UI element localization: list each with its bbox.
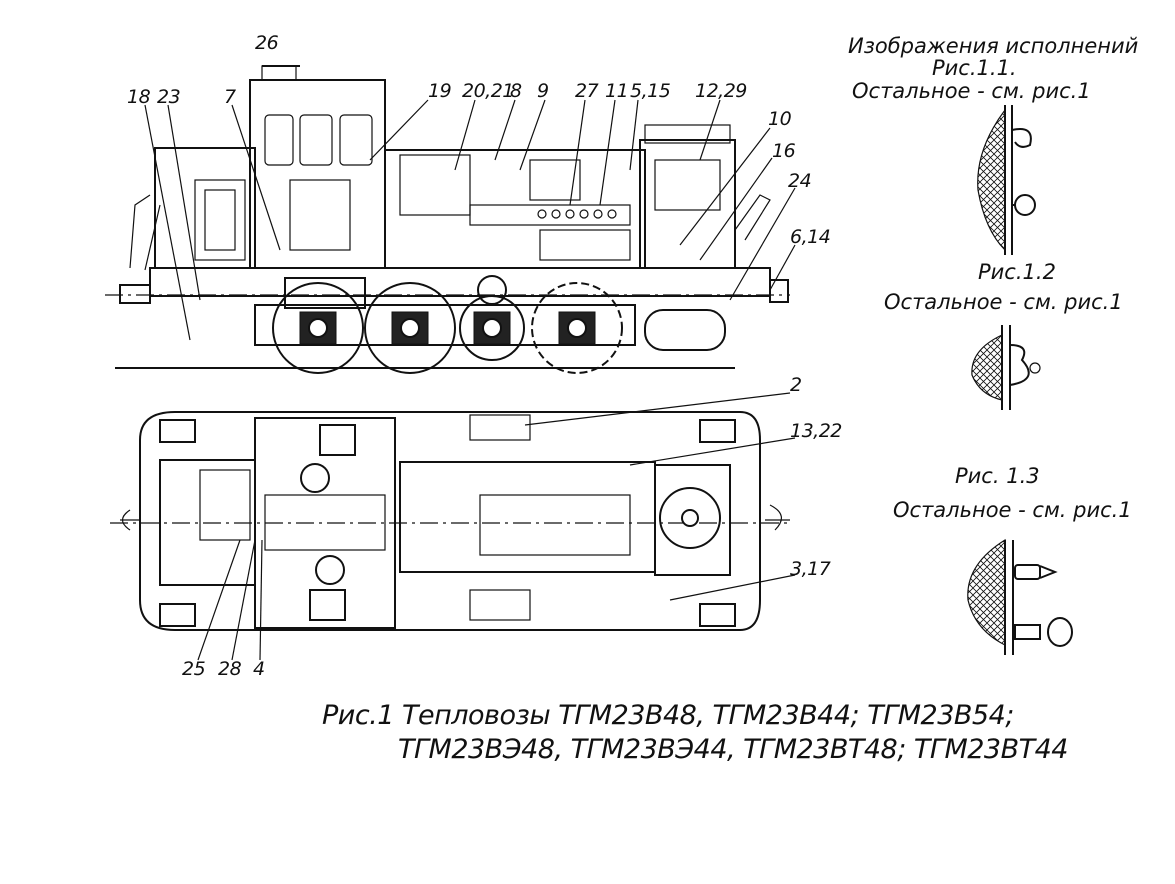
variant-detail-1-2 [971, 325, 1041, 410]
label-13-22: 13,22 [790, 420, 842, 442]
label-19: 19 [428, 80, 452, 102]
label-24: 24 [788, 170, 812, 192]
label-25: 25 [182, 658, 206, 680]
label-28: 28 [218, 658, 242, 680]
fig-1-1-note: Остальное - см. рис.1 [852, 79, 1091, 103]
fig-1-2-title: Рис.1.2 [978, 260, 1056, 284]
fig-1-3-note: Остальное - см. рис.1 [893, 498, 1132, 522]
fig-1-1-title: Рис.1.1. [932, 56, 1017, 80]
label-18: 18 [127, 86, 151, 108]
front-hood [384, 149, 646, 269]
label-9: 9 [537, 80, 549, 102]
fig-1-2-note: Остальное - см. рис.1 [884, 290, 1123, 314]
label-11: 11 [605, 80, 629, 102]
rear-hood [154, 147, 256, 269]
wheelset-group [254, 275, 636, 374]
label-7: 7 [224, 86, 236, 108]
fuel-tank [644, 309, 726, 351]
label-27: 27 [575, 80, 599, 102]
figure-caption-line-2: ТГМ23ВЭ48, ТГМ23ВЭ44, ТГМ23ВТ48; ТГМ23ВТ… [398, 734, 1068, 765]
label-2: 2 [790, 374, 802, 396]
label-4: 4 [253, 658, 265, 680]
main-frame [149, 267, 771, 297]
plan-outline [139, 411, 761, 631]
cab [249, 79, 386, 269]
label-23: 23 [157, 86, 181, 108]
label-6-14: 6,14 [790, 226, 831, 248]
label-26: 26 [255, 32, 279, 54]
label-20-21: 20,21 [462, 80, 514, 102]
plan-view-locomotive [110, 392, 796, 661]
label-8: 8 [510, 80, 522, 102]
label-5-15: 5,15 [630, 80, 671, 102]
label-16: 16 [772, 140, 796, 162]
label-12-29: 12,29 [695, 80, 747, 102]
variant-detail-1-3 [967, 538, 1073, 655]
variant-detail-1-1 [977, 105, 1036, 255]
label-3-17: 3,17 [790, 558, 831, 580]
variants-title: Изображения исполнений [848, 34, 1139, 58]
fig-1-3-title: Рис. 1.3 [955, 464, 1040, 488]
radiator-unit [639, 139, 736, 269]
side-view-locomotive [105, 65, 796, 374]
figure-caption-line-1: Рис.1 Тепловозы ТГМ23В48, ТГМ23В44; ТГМ2… [322, 700, 1014, 731]
label-10: 10 [768, 108, 792, 130]
